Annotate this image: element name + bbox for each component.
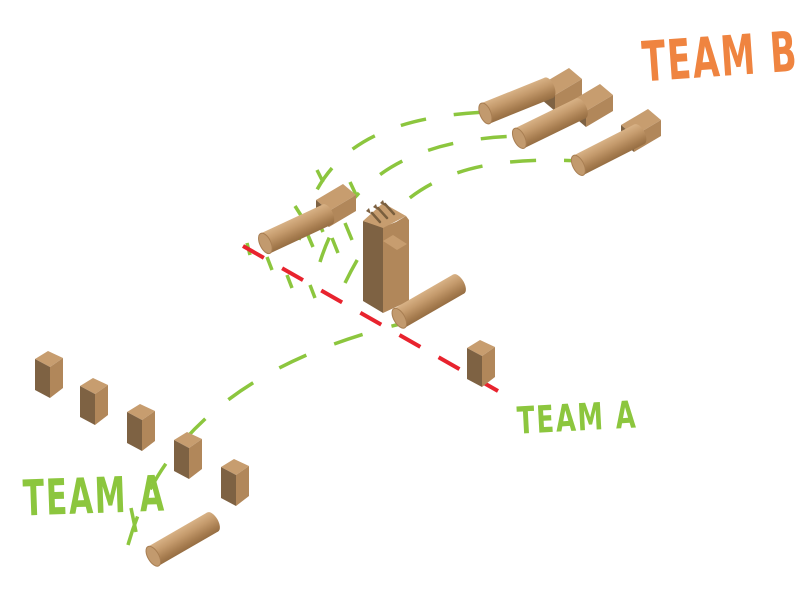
team-a-field-label: TEAM A: [516, 393, 639, 444]
standing-kubb: [80, 378, 108, 425]
throw-arc-low: [126, 322, 401, 546]
fallen-kubb-pair-left: [255, 184, 356, 257]
standing-kubb: [127, 404, 155, 451]
standing-kubb: [221, 459, 249, 506]
standing-kubb: [174, 432, 202, 479]
king-piece: [363, 200, 409, 313]
standing-kubb: [35, 351, 63, 398]
king-shoulder-facet: [383, 235, 407, 250]
throw-arc-2: [318, 134, 523, 263]
green-throw-arcs: [126, 110, 581, 546]
field-kubb-team-a: [467, 340, 495, 387]
team-b-label: TEAM B: [640, 19, 800, 95]
red-throw-line: [242, 244, 499, 393]
team-a-baseline-label: TEAM A: [22, 465, 167, 528]
